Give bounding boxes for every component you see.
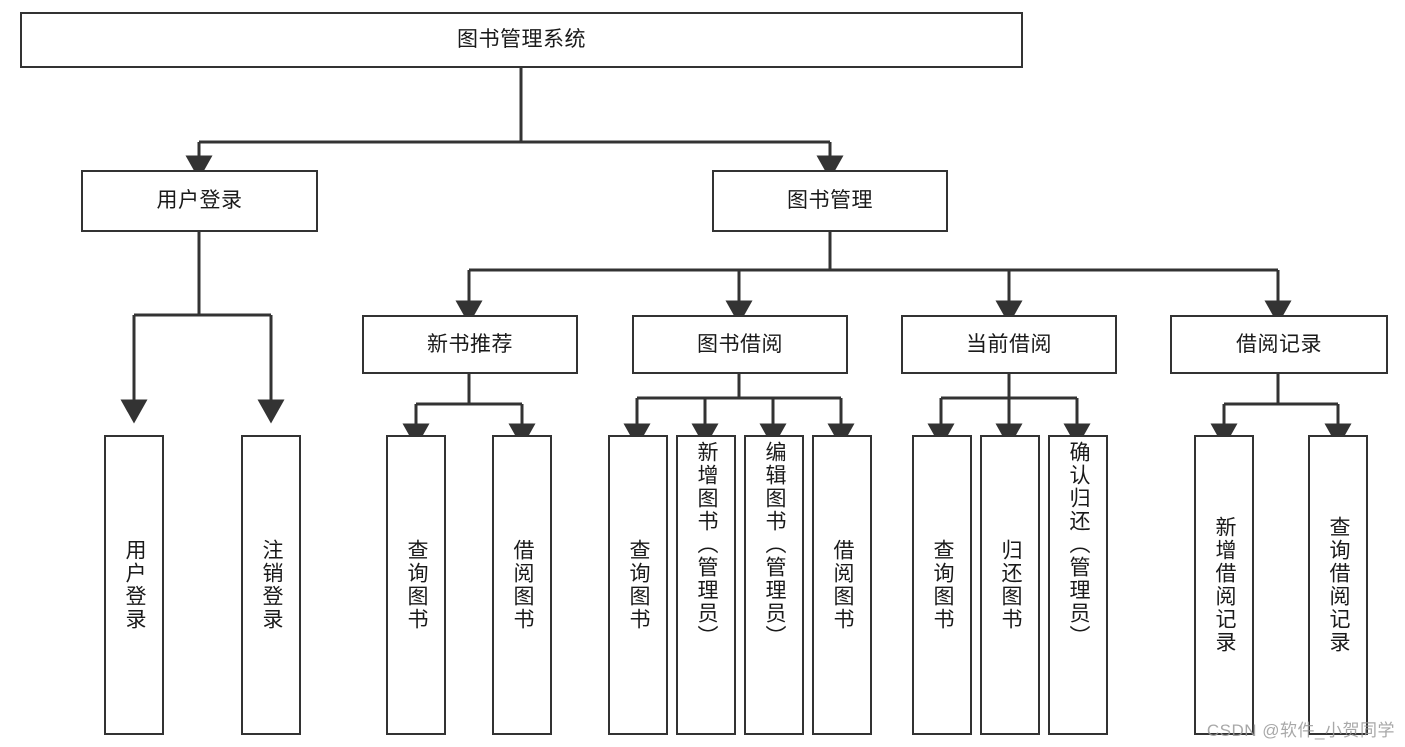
leaf-borrow-add-book-admin[interactable]: 新增图书（管理员） xyxy=(676,435,736,735)
node-user-login[interactable]: 用户登录 xyxy=(81,170,318,232)
leaf-record-query-record[interactable]: 查询借阅记录 xyxy=(1308,435,1368,735)
leaf-borrow-add-book-admin-label: 新增图书（管理员） xyxy=(695,441,719,648)
node-new-book-recommend-label: 新书推荐 xyxy=(427,332,513,356)
leaf-borrow-edit-book-admin[interactable]: 编辑图书（管理员） xyxy=(744,435,804,735)
leaf-current-query-book[interactable]: 查询图书 xyxy=(912,435,972,735)
leaf-current-query-book-label: 查询图书 xyxy=(931,539,955,631)
leaf-current-return-book-label: 归还图书 xyxy=(999,539,1023,631)
leaf-user-login-signout[interactable]: 注销登录 xyxy=(241,435,301,735)
leaf-newbook-query-book-label: 查询图书 xyxy=(405,539,429,631)
leaf-record-add-record[interactable]: 新增借阅记录 xyxy=(1194,435,1254,735)
leaf-borrow-query-book-label: 查询图书 xyxy=(627,539,651,631)
leaf-borrow-query-book[interactable]: 查询图书 xyxy=(608,435,668,735)
leaf-newbook-query-book[interactable]: 查询图书 xyxy=(386,435,446,735)
node-current-borrow[interactable]: 当前借阅 xyxy=(901,315,1117,374)
node-book-management-label: 图书管理 xyxy=(787,189,873,213)
node-user-login-label: 用户登录 xyxy=(156,189,243,213)
leaf-user-login-signin-label: 用户登录 xyxy=(123,539,147,631)
node-root-system[interactable]: 图书管理系统 xyxy=(20,12,1023,68)
node-current-borrow-label: 当前借阅 xyxy=(966,332,1052,356)
node-book-borrow-label: 图书借阅 xyxy=(697,332,783,356)
node-book-management[interactable]: 图书管理 xyxy=(712,170,948,232)
leaf-user-login-signin[interactable]: 用户登录 xyxy=(104,435,164,735)
leaf-record-add-record-label: 新增借阅记录 xyxy=(1213,516,1237,654)
node-borrow-record-label: 借阅记录 xyxy=(1236,332,1322,356)
leaf-user-login-signout-label: 注销登录 xyxy=(260,539,284,631)
watermark: CSDN @软件_小贺同学 xyxy=(1206,721,1395,740)
node-root-system-label: 图书管理系统 xyxy=(457,28,586,52)
leaf-borrow-edit-book-admin-label: 编辑图书（管理员） xyxy=(763,441,787,648)
leaf-newbook-borrow-book[interactable]: 借阅图书 xyxy=(492,435,552,735)
node-new-book-recommend[interactable]: 新书推荐 xyxy=(362,315,578,374)
leaf-newbook-borrow-book-label: 借阅图书 xyxy=(511,539,535,631)
leaf-current-confirm-return-admin-label: 确认归还（管理员） xyxy=(1067,441,1091,648)
leaf-current-confirm-return-admin[interactable]: 确认归还（管理员） xyxy=(1048,435,1108,735)
leaf-record-query-record-label: 查询借阅记录 xyxy=(1327,516,1351,654)
node-borrow-record[interactable]: 借阅记录 xyxy=(1170,315,1388,374)
leaf-borrow-borrow-book[interactable]: 借阅图书 xyxy=(812,435,872,735)
node-book-borrow[interactable]: 图书借阅 xyxy=(632,315,848,374)
leaf-borrow-borrow-book-label: 借阅图书 xyxy=(831,539,855,631)
leaf-current-return-book[interactable]: 归还图书 xyxy=(980,435,1040,735)
